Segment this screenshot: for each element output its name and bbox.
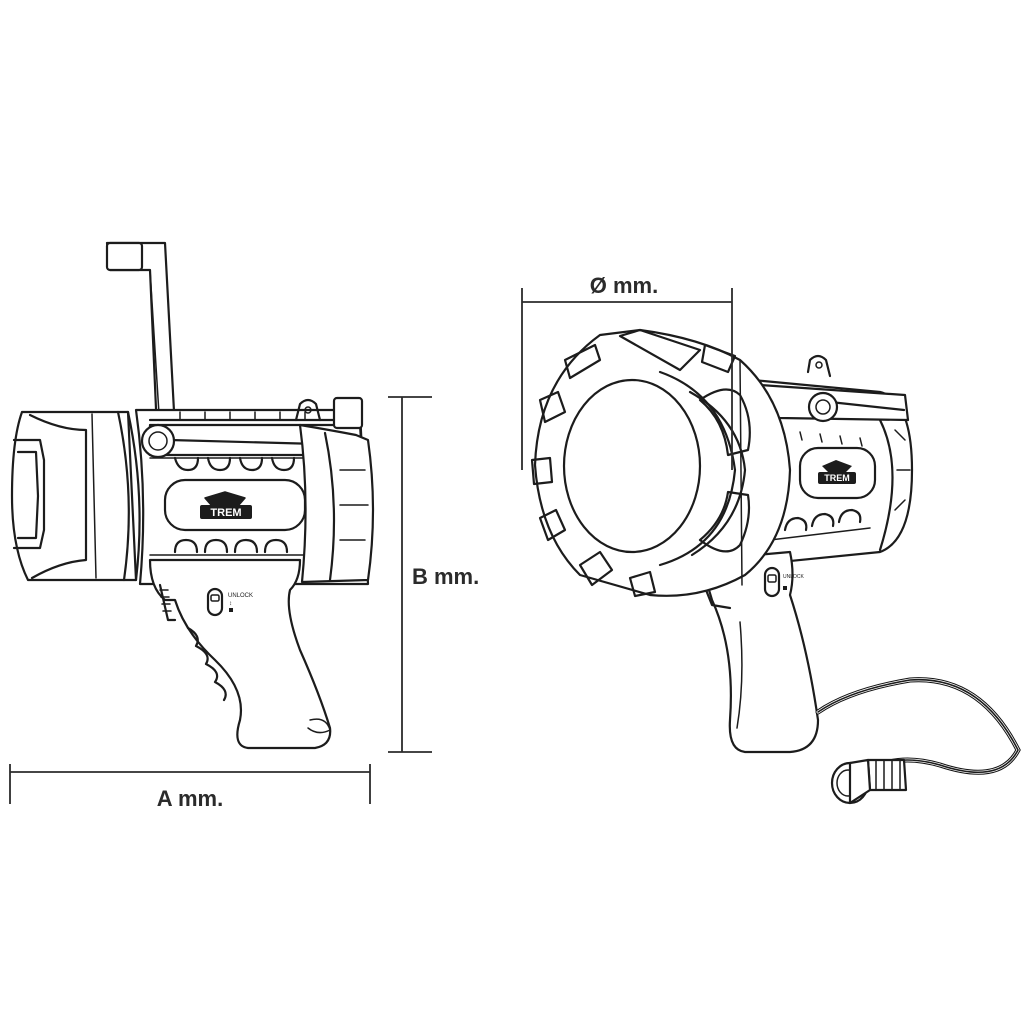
front-bezel: [10, 410, 141, 582]
brand-logo: TREM: [200, 491, 252, 519]
lock-icon-perspective: [783, 586, 787, 590]
dimension-diameter-label: Ø mm.: [590, 273, 658, 298]
lock-icon: [229, 608, 233, 612]
power-cord: [815, 677, 1021, 805]
logo-text-perspective: TREM: [824, 473, 850, 483]
unlock-label: UNLOCK: [228, 593, 253, 599]
pistol-grip-perspective: UNLOCK: [698, 550, 820, 754]
dimension-b-label: B mm.: [412, 564, 479, 589]
dimension-diameter: Ø mm.: [521, 273, 733, 470]
pistol-grip: UNLOCK ↕: [148, 558, 332, 750]
folding-stand: [105, 241, 177, 434]
spotlight-perspective-view: TREM UNLOCK: [530, 328, 1021, 805]
svg-text:↕: ↕: [229, 601, 232, 607]
power-plug: [830, 758, 908, 805]
rear-cap: [298, 423, 375, 584]
front-bezel-perspective: [530, 328, 792, 598]
logo-text: TREM: [210, 507, 241, 519]
brand-logo-perspective: TREM: [818, 460, 856, 484]
dimension-a-label: A mm.: [157, 786, 223, 811]
spotlight-side-view: TREM: [10, 241, 375, 750]
lens: [562, 378, 702, 554]
unlock-label-perspective: UNLOCK: [783, 574, 805, 580]
dimension-b: B mm.: [388, 396, 479, 753]
dimension-a: A mm.: [9, 764, 371, 811]
lock-switch[interactable]: [206, 587, 224, 617]
